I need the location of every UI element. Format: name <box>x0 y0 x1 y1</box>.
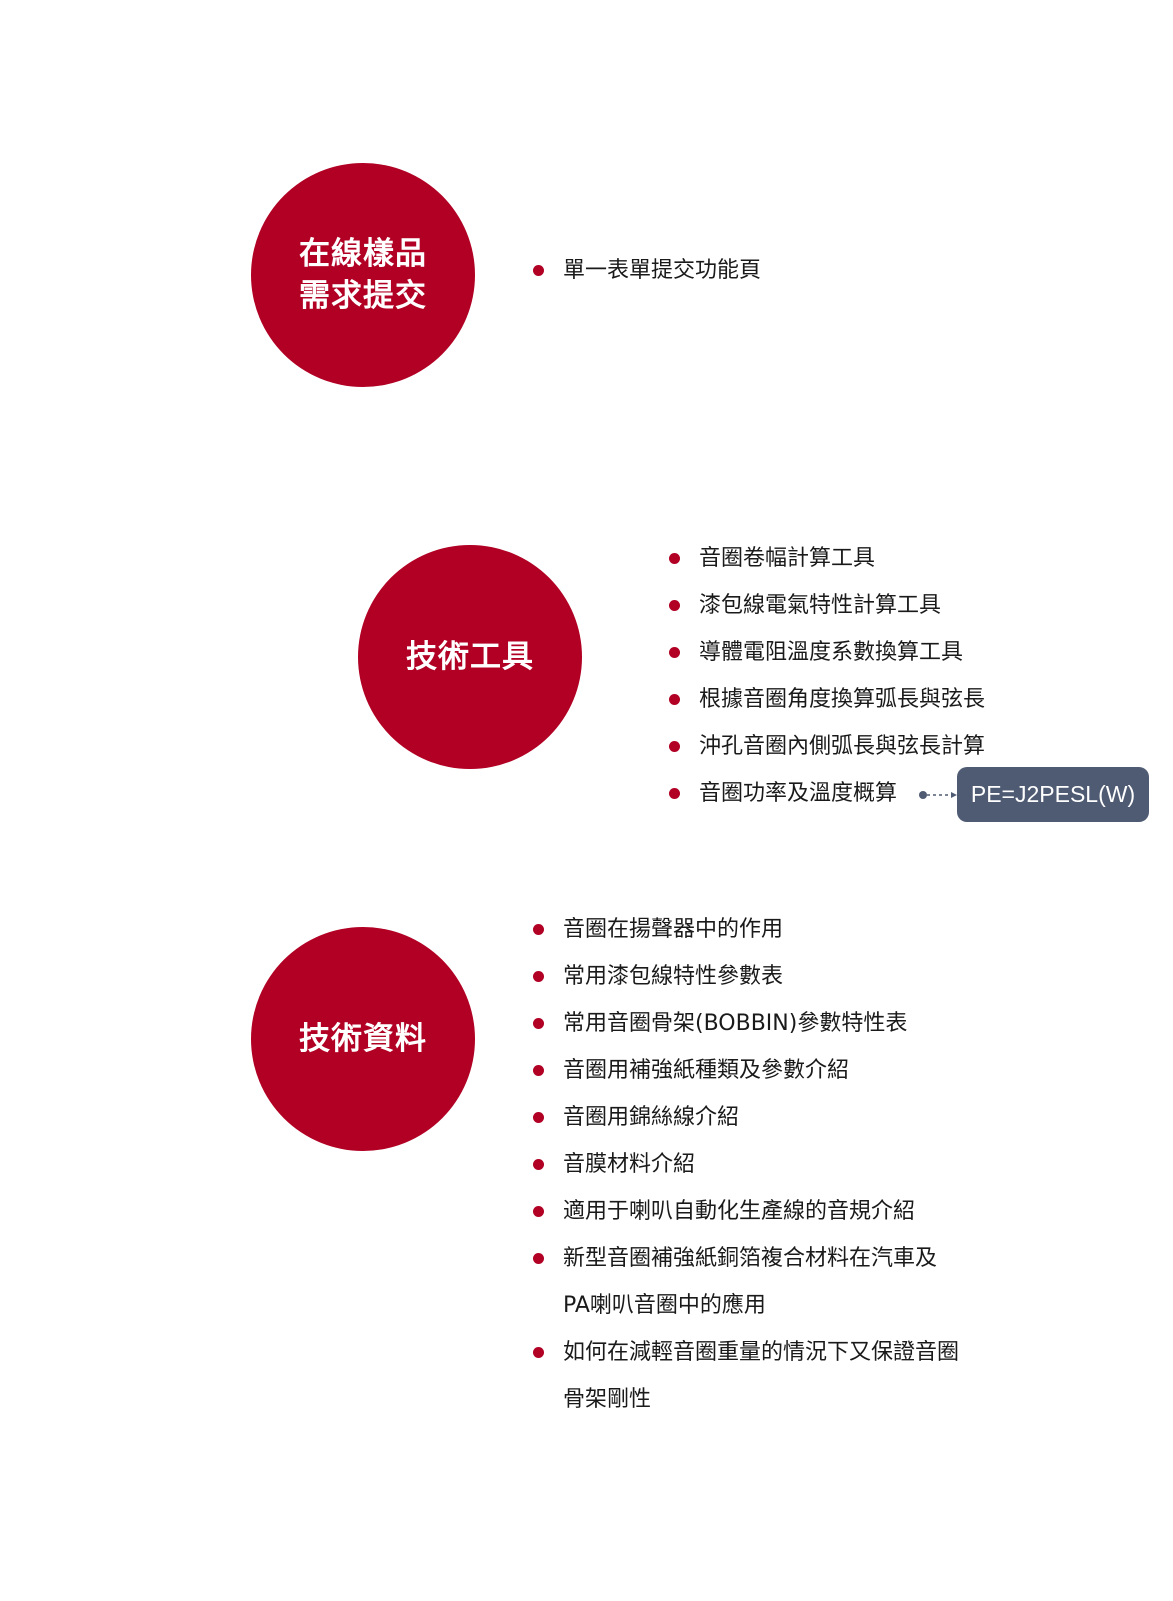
bullet-dot-icon <box>533 1347 544 1358</box>
list-item[interactable]: 音圈用補強紙種類及參數介紹 <box>533 1047 959 1094</box>
bullet-dot-icon <box>533 265 544 276</box>
list-item[interactable]: 常用音圈骨架(BOBBIN)參數特性表 <box>533 1000 959 1047</box>
bullet-dot-icon <box>533 924 544 935</box>
list-item-label: 常用漆包線特性參數表 <box>563 964 784 989</box>
list-item-label: 音圈卷幅計算工具 <box>699 546 876 571</box>
list-item[interactable]: 音膜材料介紹 <box>533 1141 959 1188</box>
section-circle-tech-tools[interactable]: 技術工具 <box>358 545 582 769</box>
bullet-dot-icon <box>533 1065 544 1076</box>
section-circle-sample-request[interactable]: 在線樣品 需求提交 <box>251 163 475 387</box>
list-item-label: 音圈功率及溫度概算 <box>699 781 898 806</box>
list-item-label: 音圈用錦絲線介紹 <box>563 1105 740 1130</box>
bullet-dot-icon <box>669 647 680 658</box>
list-item-label: 根據音圈角度換算弧長與弦長 <box>699 687 986 712</box>
list-item-label: 沖孔音圈內側弧長與弦長計算 <box>699 734 986 759</box>
bullet-dot-icon <box>669 741 680 752</box>
list-item-label: 音圈在揚聲器中的作用 <box>563 917 784 942</box>
list-item[interactable]: 單一表單提交功能頁 <box>533 247 761 294</box>
list-item-label: 音圈用補強紙種類及參數介紹 <box>563 1058 850 1083</box>
list-item[interactable]: 適用于喇叭自動化生產線的音規介紹 <box>533 1188 959 1235</box>
bullet-dot-icon <box>533 1206 544 1217</box>
bullet-dot-icon <box>533 1253 544 1264</box>
list-item[interactable]: 根據音圈角度換算弧長與弦長 <box>669 676 985 723</box>
list-item-label: 漆包線電氣特性計算工具 <box>699 593 942 618</box>
list-item-label: 導體電阻溫度系數換算工具 <box>699 640 964 665</box>
list-item[interactable]: 常用漆包線特性參數表 <box>533 953 959 1000</box>
section-list-sample-request: 單一表單提交功能頁 <box>533 247 761 294</box>
bullet-dot-icon <box>533 971 544 982</box>
bullet-dot-icon <box>669 553 680 564</box>
list-item[interactable]: 漆包線電氣特性計算工具 <box>669 582 985 629</box>
bullet-dot-icon <box>669 694 680 705</box>
list-item-label: 適用于喇叭自動化生產線的音規介紹 <box>563 1199 916 1224</box>
list-item[interactable]: 導體電阻溫度系數換算工具 <box>669 629 985 676</box>
section-list-tech-data: 音圈在揚聲器中的作用 常用漆包線特性參數表 常用音圈骨架(BOBBIN)參數特性… <box>533 906 959 1423</box>
list-item-label: 單一表單提交功能頁 <box>563 258 762 283</box>
bullet-dot-icon <box>533 1159 544 1170</box>
list-item[interactable]: 沖孔音圈內側弧長與弦長計算 <box>669 723 985 770</box>
list-item-label: 常用音圈骨架(BOBBIN)參數特性表 <box>563 1011 908 1036</box>
list-item-label: 新型音圈補強紙銅箔複合材料在汽車及 PA喇叭音圈中的應用 <box>563 1246 938 1318</box>
list-item-label: 如何在減輕音圈重量的情況下又保證音圈 骨架剛性 <box>563 1340 960 1412</box>
bullet-dot-icon <box>533 1112 544 1123</box>
list-item[interactable]: 音圈卷幅計算工具 <box>669 535 985 582</box>
section-list-tech-tools: 音圈卷幅計算工具 漆包線電氣特性計算工具 導體電阻溫度系數換算工具 根據音圈角度… <box>669 535 985 817</box>
formula-tag: PE=J2PESL(W) <box>957 767 1149 822</box>
bullet-dot-icon <box>533 1018 544 1029</box>
list-item[interactable]: 如何在減輕音圈重量的情況下又保證音圈 骨架剛性 <box>533 1329 959 1423</box>
section-circle-tech-data[interactable]: 技術資料 <box>251 927 475 1151</box>
list-item-label: 音膜材料介紹 <box>563 1152 696 1177</box>
list-item[interactable]: 新型音圈補強紙銅箔複合材料在汽車及 PA喇叭音圈中的應用 <box>533 1235 959 1329</box>
list-item[interactable]: 音圈用錦絲線介紹 <box>533 1094 959 1141</box>
list-item[interactable]: 音圈在揚聲器中的作用 <box>533 906 959 953</box>
connector-arrow-icon <box>919 791 957 799</box>
bullet-dot-icon <box>669 600 680 611</box>
bullet-dot-icon <box>669 788 680 799</box>
list-item[interactable]: 音圈功率及溫度概算 <box>669 770 985 817</box>
